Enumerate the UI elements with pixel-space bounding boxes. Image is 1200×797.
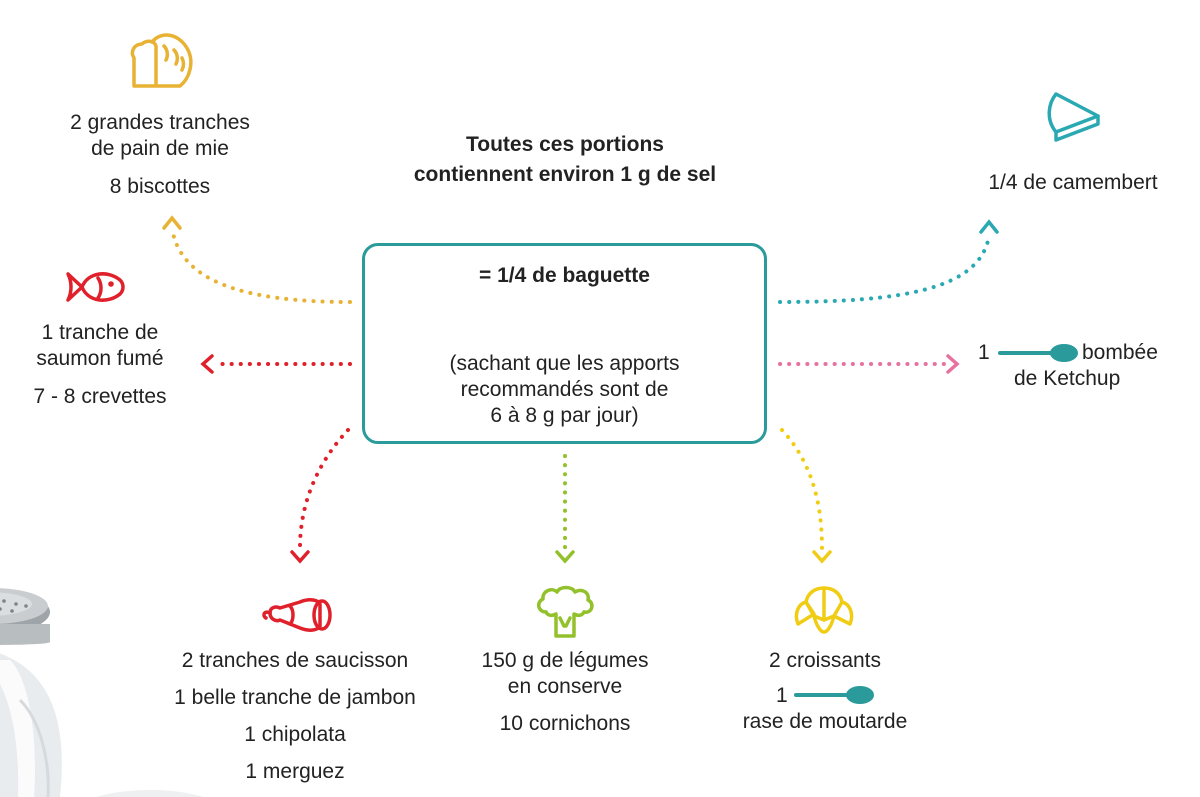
fish-line-1: 1 tranche de — [41, 321, 159, 344]
ketchup-line-1: bombée — [1082, 341, 1158, 364]
ketchup-arrowhead — [946, 354, 960, 374]
fish-arrowhead — [200, 354, 214, 374]
cheese-icon — [1047, 92, 1100, 142]
fish-icon — [66, 272, 125, 302]
vegetables-line-3: 10 cornichons — [499, 712, 631, 735]
spoon-icon — [998, 344, 1078, 362]
title-line-1: Toutes ces portions — [466, 133, 664, 156]
croissant-line-1: 2 croissants — [768, 649, 882, 672]
ham-line-3: 1 chipolata — [244, 723, 346, 746]
bread-node: 2 grandes tranches de pain de mie 8 bisc… — [40, 110, 280, 200]
camembert-connector — [778, 234, 991, 304]
vegetables-arrowhead — [555, 550, 575, 564]
vegetables-line-2: en conserve — [507, 675, 623, 698]
croissant-node: 2 croissants 1 rase de moutarde — [720, 648, 930, 735]
broccoli-icon — [537, 585, 594, 638]
ham-line-4: 1 merguez — [245, 760, 345, 783]
croissant-line-2: rase de moutarde — [742, 710, 908, 733]
center-note-line-3: 6 à 8 g par jour) — [490, 404, 639, 427]
ketchup-spoon-count: 1 — [978, 341, 990, 364]
spoon-icon — [794, 686, 874, 704]
title-line-2: contiennent environ 1 g de sel — [413, 163, 717, 186]
bread-connector — [170, 226, 352, 304]
center-note: (sachant que les apports recommandés son… — [365, 351, 764, 429]
camembert-node: 1/4 de camembert — [968, 170, 1178, 196]
ham-icon — [262, 598, 332, 632]
center-heading: = 1/4 de baguette — [479, 264, 650, 287]
vegetables-line-1: 150 g de légumes — [481, 649, 649, 672]
vegetables-node: 150 g de légumes en conserve 10 cornicho… — [455, 648, 675, 737]
center-note-line-2: recommandés sont de — [460, 378, 669, 401]
bread-line-3: 8 biscottes — [109, 175, 211, 198]
croissant-icon — [794, 586, 854, 634]
page-title: Toutes ces portions contiennent environ … — [345, 130, 785, 190]
salt-shaker-image — [0, 588, 204, 797]
bread-line-1: 2 grandes tranches — [70, 111, 250, 134]
bread-line-2: de pain de mie — [91, 137, 229, 160]
fish-line-2: saumon fumé — [36, 347, 164, 370]
croissant-arrowhead — [812, 550, 832, 564]
camembert-arrowhead — [979, 219, 999, 234]
camembert-line-1: 1/4 de camembert — [988, 171, 1158, 194]
ketchup-line-2: de Ketchup — [1014, 367, 1121, 390]
center-box: = 1/4 de baguette (sachant que les appor… — [362, 243, 767, 444]
fish-line-3: 7 - 8 crevettes — [33, 385, 167, 408]
center-note-line-1: (sachant que les apports — [449, 352, 680, 375]
ham-node: 2 tranches de saucisson 1 belle tranche … — [140, 648, 450, 785]
bread-arrowhead — [162, 215, 182, 230]
croissant-spoon-count: 1 — [776, 684, 788, 707]
ketchup-node: 1 bombée de Ketchup — [972, 340, 1172, 392]
ham-connector — [298, 428, 350, 550]
croissant-connector — [780, 428, 824, 550]
ham-arrowhead — [290, 550, 310, 564]
fish-node: 1 tranche de saumon fumé 7 - 8 crevettes — [10, 320, 190, 410]
ham-line-2: 1 belle tranche de jambon — [174, 686, 416, 709]
ham-line-1: 2 tranches de saucisson — [181, 649, 409, 672]
bread-icon — [130, 33, 193, 88]
